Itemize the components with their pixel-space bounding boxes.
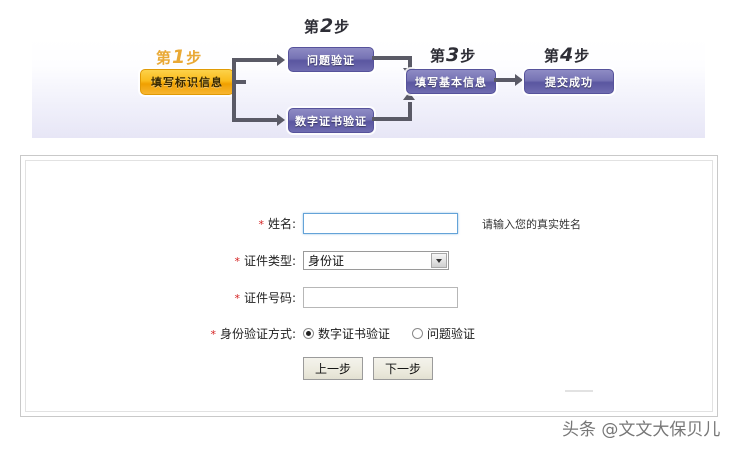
- form-panel: *姓名: 请输入您的真实姓名 *证件类型: 身份证: [20, 155, 718, 417]
- step-1-box[interactable]: 填写标识信息: [140, 69, 234, 95]
- step-4-number: 第4步: [544, 44, 590, 66]
- radio-option-cert[interactable]: 数字证书验证: [303, 325, 390, 342]
- id-number-label-text: 证件号码:: [243, 291, 296, 305]
- step-2-box-label: 问题验证: [307, 53, 355, 67]
- connector-step2-down: [408, 56, 412, 70]
- auth-method-radio-group: 数字证书验证 问题验证: [303, 325, 497, 342]
- chevron-down-icon[interactable]: [431, 253, 447, 268]
- step-flow-banner: 第1步 填写标识信息 第2步 问题验证 数字证书验证 第3步 填写基本信息 第4…: [32, 15, 705, 138]
- id-type-field-wrap: 身份证: [303, 251, 449, 270]
- required-mark-auth-method: *: [210, 328, 216, 341]
- connector-alt-right: [372, 117, 412, 121]
- required-mark-id-number: *: [234, 292, 240, 305]
- step-3-number: 第3步: [430, 44, 476, 66]
- radio-option-question[interactable]: 问题验证: [412, 325, 475, 342]
- id-type-label-text: 证件类型:: [243, 254, 296, 268]
- id-number-input[interactable]: [303, 287, 458, 308]
- form-rows: *姓名: 请输入您的真实姓名 *证件类型: 身份证: [26, 213, 712, 380]
- image-artifact: [565, 390, 593, 392]
- connector-step2-right: [372, 56, 412, 60]
- auth-method-label: *身份验证方式:: [26, 325, 303, 342]
- id-number-label: *证件号码:: [26, 289, 303, 306]
- step-3-box[interactable]: 填写基本信息: [406, 69, 496, 94]
- connector-step1-up: [232, 58, 236, 84]
- id-type-selected-value: 身份证: [308, 254, 345, 268]
- auth-method-field-wrap: 数字证书验证 问题验证: [303, 325, 497, 342]
- radio-cert-icon[interactable]: [303, 328, 314, 339]
- arrow-head-to-step2-icon: [277, 54, 285, 66]
- step-4-box-label: 提交成功: [545, 75, 593, 89]
- alt-verify-box[interactable]: 数字证书验证: [288, 108, 374, 133]
- form-button-row: 上一步 下一步: [26, 357, 712, 380]
- form-panel-inner: *姓名: 请输入您的真实姓名 *证件类型: 身份证: [25, 160, 713, 412]
- name-label: *姓名:: [26, 215, 303, 232]
- step-2-number: 第2步: [304, 15, 350, 37]
- auth-method-label-text: 身份验证方式:: [219, 327, 296, 341]
- step-4-box[interactable]: 提交成功: [524, 69, 614, 94]
- arrow-head-to-step4-icon: [515, 74, 523, 86]
- name-field-wrap: 请输入您的真实姓名: [303, 213, 581, 234]
- id-type-select[interactable]: 身份证: [303, 251, 449, 270]
- arrow-head-to-alt-icon: [277, 114, 285, 126]
- connector-step1-vertical: [232, 80, 246, 84]
- radio-cert-label: 数字证书验证: [318, 327, 391, 341]
- form-row-auth-method: *身份验证方式: 数字证书验证 问题验证: [26, 325, 712, 342]
- required-mark-id-type: *: [234, 255, 240, 268]
- required-mark-name: *: [258, 218, 264, 231]
- step-3-box-label: 填写基本信息: [415, 75, 487, 89]
- next-step-button[interactable]: 下一步: [373, 357, 434, 380]
- id-type-label: *证件类型:: [26, 252, 303, 269]
- step-1-number: 第1步: [156, 46, 202, 68]
- form-row-id-type: *证件类型: 身份证: [26, 251, 712, 270]
- step-2-box[interactable]: 问题验证: [288, 47, 374, 72]
- alt-verify-box-label: 数字证书验证: [295, 114, 367, 128]
- prev-step-button[interactable]: 上一步: [303, 357, 364, 380]
- step-1-box-label: 填写标识信息: [151, 76, 223, 89]
- connector-step3-to-step4: [494, 78, 516, 82]
- connector-to-step2: [232, 58, 278, 62]
- connector-step1-down: [232, 80, 236, 122]
- radio-question-icon[interactable]: [412, 328, 424, 339]
- connector-alt-up: [408, 102, 412, 121]
- name-input[interactable]: [303, 213, 458, 234]
- name-hint: 请输入您的真实姓名: [482, 217, 581, 231]
- watermark-text: 头条 @文文大保贝儿: [562, 420, 721, 440]
- form-row-id-number: *证件号码:: [26, 287, 712, 308]
- connector-to-alt: [232, 118, 278, 122]
- id-number-field-wrap: [303, 287, 458, 308]
- radio-question-label: 问题验证: [427, 327, 476, 341]
- name-label-text: 姓名:: [267, 217, 296, 231]
- form-row-name: *姓名: 请输入您的真实姓名: [26, 213, 712, 234]
